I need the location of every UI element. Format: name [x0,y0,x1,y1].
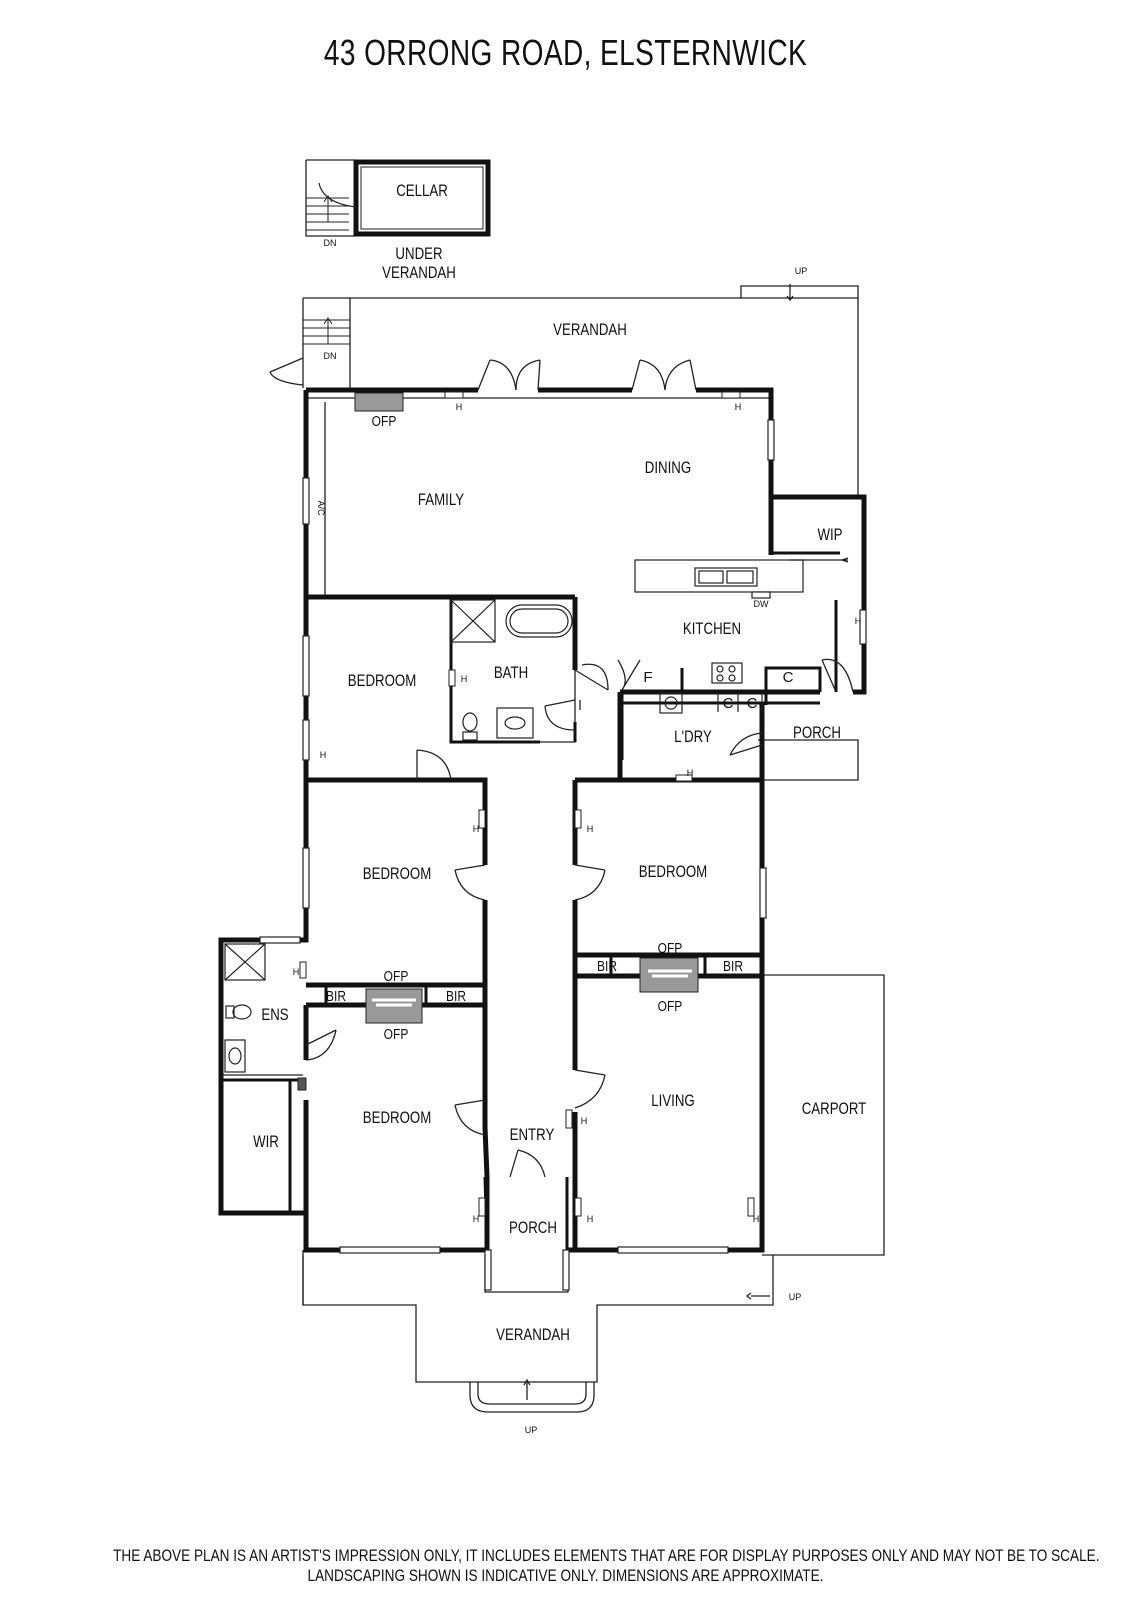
bir-label-3: BIR [597,958,617,975]
room-label-bedroom-1: BEDROOM [348,672,416,691]
cupboard-label-2: C [723,695,734,712]
disclaimer: THE ABOVE PLAN IS AN ARTIST'S IMPRESSION… [0,1546,1131,1586]
heater-label-10: H [587,1214,594,1224]
stairs-up-label-1: UP [795,266,808,276]
disclaimer-line-1: THE ABOVE PLAN IS AN ARTIST'S IMPRESSION… [113,1546,1100,1565]
room-label-bath: BATH [494,664,528,683]
cellar-structure [303,159,491,345]
interior-walls [221,551,840,1251]
heater-label-8: H [293,967,300,977]
heater-label-5: H [461,674,468,684]
room-label-entry: ENTRY [510,1126,555,1145]
house-walls [218,387,867,1253]
windows [259,419,867,1291]
room-label-kitchen: KITCHEN [683,620,741,639]
heater-label-1: H [456,402,463,412]
ofp-label-bedroom-2: OFP [384,968,409,985]
stairs-up-label-2: UP [789,1292,802,1302]
room-label-cellar: CELLAR [396,182,448,201]
fixture-labels: OFP OFP OFP OFP OFP BIR BIR BIR BIR F C … [293,238,862,1435]
heater-label-11: H [753,1214,760,1224]
bir-label-1: BIR [326,988,346,1005]
ofp-label-living: OFP [658,998,683,1015]
dishwasher-label: DW [754,599,769,609]
heater-label-12: H [581,1116,588,1126]
fridge-label: F [643,669,652,686]
heater-label-9: H [473,1214,480,1224]
heater-label-2: H [735,402,742,412]
heater-label-7: H [587,824,594,834]
room-label-bedroom-3: BEDROOM [639,863,707,882]
room-label-porch-side: PORCH [793,724,841,743]
stairs-up-label-3: UP [525,1425,538,1435]
room-label-porch-front: PORCH [509,1219,557,1238]
heater-label-3: H [687,768,694,778]
room-label-under-verandah-2: VERANDAH [382,264,456,283]
plan-title: 43 ORRONG ROAD, ELSTERNWICK [323,32,808,73]
bir-label-4: BIR [723,958,743,975]
aircon-label: A/C [316,500,326,516]
door-swings [269,284,854,1400]
room-label-bedroom-4: BEDROOM [363,1109,431,1128]
heaters [297,391,755,1217]
ofp-label-family: OFP [372,413,397,430]
cupboard-label-3: C [747,695,758,712]
stairs-down-label-1: DN [324,238,337,248]
heater-label-13: H [855,616,862,626]
stairs-down-label-2: DN [324,351,337,361]
room-label-carport: CARPORT [802,1100,867,1119]
heater-label-6: H [473,824,480,834]
bath-fixtures [224,599,573,1073]
room-label-living: LIVING [651,1092,694,1111]
cupboard-label-1: C [783,669,794,686]
room-label-wip: WIP [817,526,842,545]
heater-label-4: H [320,750,327,760]
outdoor-outlines [223,285,885,1413]
disclaimer-line-2: LANDSCAPING SHOWN IS INDICATIVE ONLY. DI… [307,1566,824,1585]
room-label-verandah-rear: VERANDAH [553,321,627,340]
bir-label-2: BIR [446,988,466,1005]
room-label-dining: DINING [645,459,691,478]
room-label-family: FAMILY [418,491,464,510]
room-label-laundry: L'DRY [674,728,712,747]
room-label-bedroom-2: BEDROOM [363,865,431,884]
room-label-verandah-front: VERANDAH [496,1326,570,1345]
fireplaces [354,392,699,1024]
room-label-ens: ENS [261,1006,288,1025]
room-label-wir: WIR [253,1133,279,1152]
room-labels: CELLAR UNDER VERANDAH VERANDAH FAMILY DI… [253,182,866,1345]
ofp-label-bedroom-4: OFP [384,1026,409,1043]
kitchen-fixtures [634,559,804,714]
ofp-label-bedroom-3: OFP [658,940,683,957]
room-label-under-verandah-1: UNDER [395,245,442,264]
